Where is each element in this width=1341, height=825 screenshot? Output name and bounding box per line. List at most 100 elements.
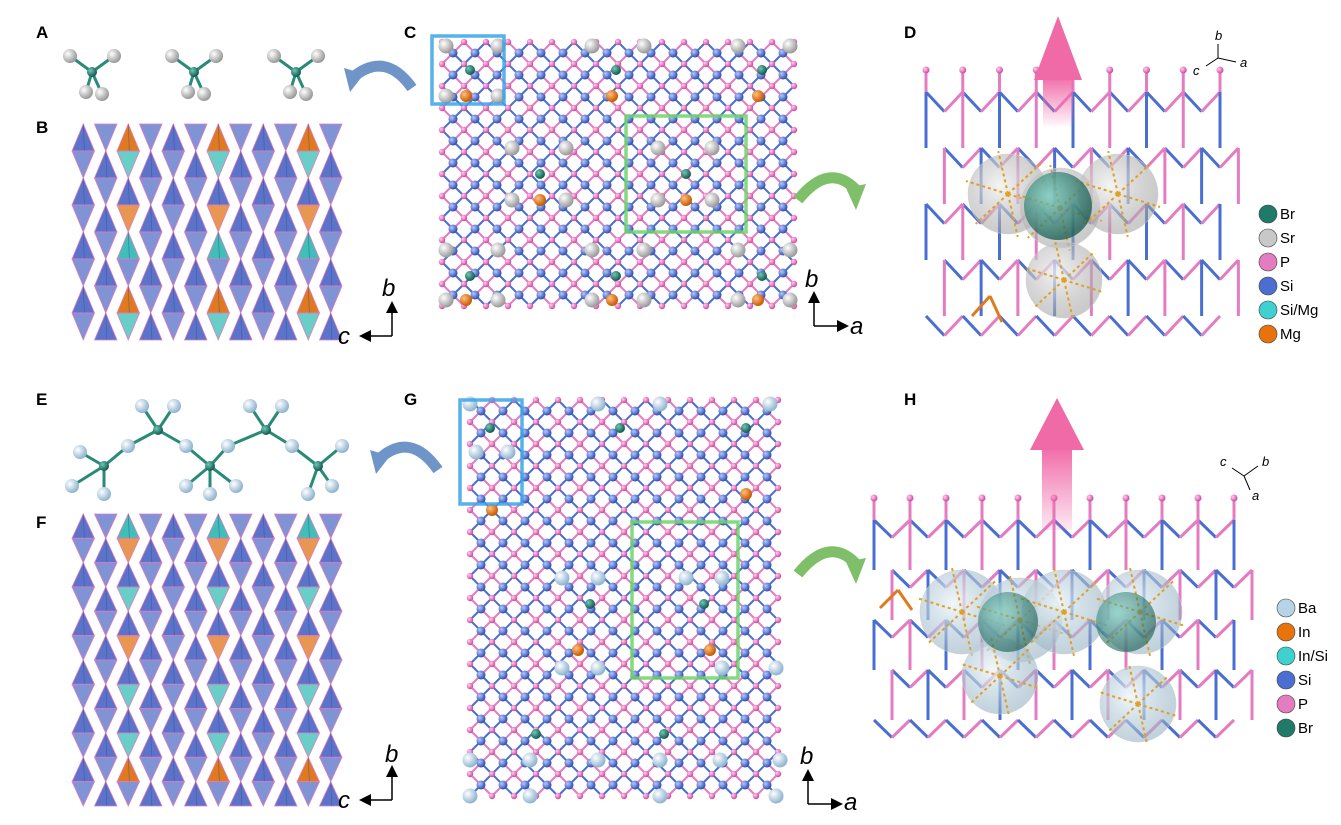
p-atom: [686, 594, 694, 602]
si-atom: [674, 538, 684, 548]
p-atom: [592, 214, 600, 222]
polyhedron: [71, 204, 96, 234]
si-atom: [756, 114, 766, 124]
bond: [943, 314, 964, 337]
polyhedron: [251, 537, 276, 564]
bond: [1196, 518, 1218, 539]
bond: [1196, 618, 1218, 639]
p-atom: [526, 126, 534, 134]
p-atom: [768, 280, 776, 288]
edge: [330, 204, 333, 233]
p-atom: [438, 214, 446, 222]
p-atom: [488, 572, 496, 580]
edge: [330, 312, 333, 341]
p-atom: [642, 418, 650, 426]
p-atom: [466, 682, 474, 690]
bond: [998, 90, 1019, 113]
p-atom: [532, 528, 540, 536]
edge: [195, 684, 198, 709]
bond: [1016, 518, 1038, 539]
legend-label-p: P: [1280, 254, 1290, 271]
highlight-box-green: [630, 520, 740, 680]
p-atom: [636, 60, 644, 68]
si-atom: [652, 538, 662, 548]
edge: [217, 757, 220, 782]
p-atom: [724, 280, 732, 288]
p-atom: [504, 302, 512, 310]
bond: [890, 718, 912, 739]
bond: [1200, 202, 1222, 225]
p-atom: [438, 60, 446, 68]
p-atom: [460, 126, 468, 134]
si-atom: [740, 692, 750, 702]
si-atom: [762, 714, 772, 724]
si-atom: [762, 692, 772, 702]
polyhedron: [251, 258, 276, 288]
si-atom: [520, 582, 530, 592]
p-atom: [614, 258, 622, 266]
p-atom: [730, 440, 738, 448]
p-atom: [466, 638, 474, 646]
p-atom: [790, 170, 798, 178]
si-atom: [718, 714, 728, 724]
si-atom: [476, 670, 486, 680]
si-atom: [696, 406, 706, 416]
coordination-bond: [965, 180, 1009, 195]
polyhedron: [138, 311, 163, 341]
si-atom: [542, 648, 552, 658]
polyhedron: [116, 732, 141, 759]
p-atom: [460, 258, 468, 266]
p-atom: [680, 280, 688, 288]
edge: [105, 635, 108, 661]
bond: [1071, 146, 1093, 169]
p-atom: [636, 214, 644, 222]
polyhedron: [93, 659, 118, 686]
p-atom: [554, 616, 562, 624]
sr-atom: [558, 140, 574, 156]
p-atom: [768, 104, 776, 112]
coordination-bond: [927, 611, 963, 645]
si-atom: [652, 714, 662, 724]
polyhedron: [161, 635, 186, 661]
p-atom: [592, 82, 600, 90]
bond: [908, 718, 930, 739]
edge: [262, 562, 265, 588]
bond: [1178, 618, 1200, 639]
si-atom: [608, 494, 618, 504]
polyhedron: [138, 756, 163, 783]
si-atom: [498, 714, 508, 724]
p-atom: [592, 170, 600, 178]
coordination-bond: [1063, 579, 1099, 613]
p-atom: [488, 682, 496, 690]
si-atom: [668, 268, 678, 278]
p-atom: [504, 280, 512, 288]
polyhedron: [183, 659, 208, 686]
bond: [1052, 718, 1074, 739]
si-atom: [712, 48, 722, 58]
panel-b-polyhedra: [71, 122, 343, 342]
edge: [195, 586, 198, 612]
axes-c: b a: [805, 266, 863, 340]
edge: [150, 732, 153, 758]
polyhedron: [138, 231, 163, 261]
p-atom: [532, 484, 540, 492]
si-atom: [740, 714, 750, 724]
p-atom: [482, 148, 490, 156]
p-atom: [438, 82, 446, 90]
polyhedron: [161, 204, 186, 234]
polyhedron: [251, 586, 276, 613]
br-atom: [485, 423, 495, 433]
p-atom: [752, 616, 760, 624]
si-atom: [652, 604, 662, 614]
p-atom: [708, 462, 716, 470]
ba-atom: [325, 479, 339, 493]
sr-atom: [650, 192, 666, 208]
p-atom: [1216, 66, 1224, 74]
bond: [1182, 258, 1203, 281]
in-bond: [896, 589, 914, 611]
p-atom: [664, 550, 672, 558]
in-atom: [486, 504, 498, 516]
si-atom: [602, 114, 612, 124]
si-atom: [514, 180, 524, 190]
p-atom: [488, 484, 496, 492]
